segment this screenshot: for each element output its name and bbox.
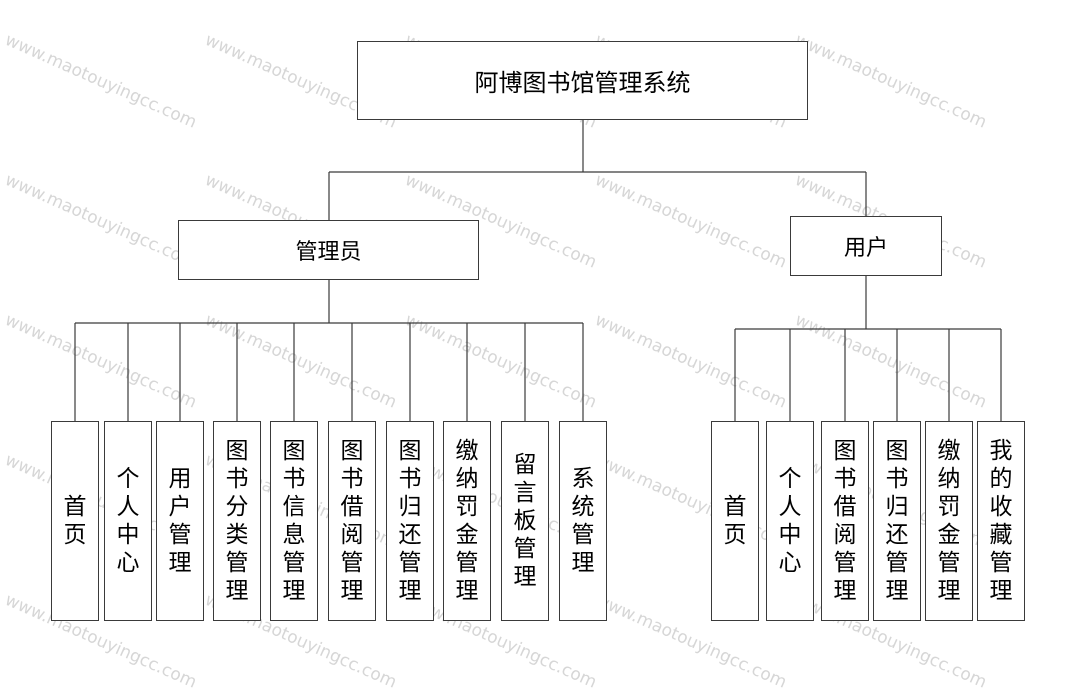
module-node: 缴纳罚金管理: [443, 421, 491, 621]
module-node: 图书借阅管理: [328, 421, 376, 621]
module-node: 图书归还管理: [873, 421, 921, 621]
module-node: 首页: [711, 421, 759, 621]
role-node-admin: 管理员: [178, 220, 479, 280]
module-node-label: 图书分类管理: [225, 438, 249, 604]
role-node-user-label: 用户: [843, 236, 888, 261]
module-node-label: 图书借阅管理: [833, 438, 857, 604]
module-node-label: 系统管理: [571, 466, 595, 576]
module-node: 图书信息管理: [270, 421, 318, 621]
connector-lines: [74, 120, 1002, 421]
module-node-label: 我的收藏管理: [989, 438, 1013, 604]
module-node-label: 缴纳罚金管理: [455, 438, 479, 604]
module-node-label: 图书归还管理: [885, 438, 909, 604]
module-node: 个人中心: [104, 421, 152, 621]
module-node: 留言板管理: [501, 421, 549, 621]
module-node: 系统管理: [559, 421, 607, 621]
module-node: 首页: [51, 421, 99, 621]
root-node-label: 阿博图书馆管理系统: [474, 69, 691, 97]
module-node-label: 首页: [723, 494, 747, 548]
module-node: 我的收藏管理: [977, 421, 1025, 621]
module-node: 图书借阅管理: [821, 421, 869, 621]
module-node: 缴纳罚金管理: [925, 421, 973, 621]
module-node-label: 用户管理: [168, 466, 192, 576]
module-node-label: 个人中心: [778, 466, 802, 576]
module-node-label: 缴纳罚金管理: [937, 438, 961, 604]
module-node-label: 图书信息管理: [282, 438, 306, 604]
role-node-admin-label: 管理员: [295, 240, 362, 265]
module-node-label: 图书借阅管理: [340, 438, 364, 604]
module-node: 用户管理: [156, 421, 204, 621]
module-node: 图书分类管理: [213, 421, 261, 621]
module-node: 个人中心: [766, 421, 814, 621]
module-node-label: 留言板管理: [513, 452, 537, 590]
root-node: 阿博图书馆管理系统: [357, 41, 808, 120]
module-node-label: 个人中心: [116, 466, 140, 576]
role-node-user: 用户: [790, 216, 942, 276]
module-node: 图书归还管理: [386, 421, 434, 621]
module-node-label: 首页: [63, 494, 87, 548]
module-node-label: 图书归还管理: [398, 438, 422, 604]
